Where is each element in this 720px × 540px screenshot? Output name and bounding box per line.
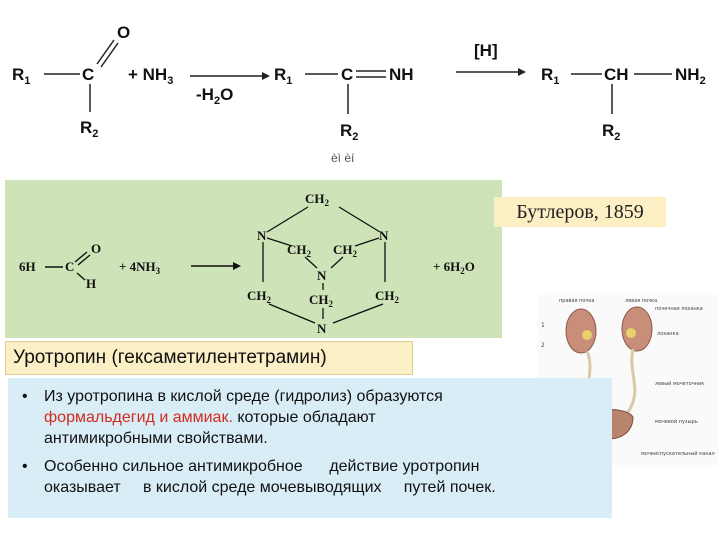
urotropin-synthesis-diagram: .bt { font-family:"Liberation Serif", se… [19, 191, 475, 336]
formaldehyde-coef: 6H [19, 259, 36, 274]
cage-ch2-bottom-right: CH2 [375, 288, 400, 305]
cage-ch2-mid-right: CH2 [333, 242, 358, 259]
bullet-text-panel: • Из уротропина в кислой среде (гидролиз… [8, 378, 612, 518]
bullet-1-line-2: формальдегид и аммиак. которые обладают [44, 409, 376, 426]
oxygen-label: O [117, 23, 130, 42]
formaldehyde-hydrogen: H [86, 276, 96, 291]
garbled-caption: èì èí [331, 151, 355, 165]
cage-n-bottom: N [317, 321, 327, 336]
kidney-number-1: 1 [541, 322, 545, 329]
left-kidney-label: левая почка [625, 298, 657, 304]
cage-ch2-bottom-center: CH2 [309, 292, 334, 309]
butlerov-caption: Бутлеров, 1859 [494, 197, 666, 227]
cage-ch2-top: CH2 [305, 191, 330, 208]
amine-nh2-label: NH2 [675, 65, 706, 87]
imine-carbon: C [341, 65, 353, 84]
ammonia-reagent: + NH3 [128, 65, 173, 87]
amine-r1-label: R1 [541, 65, 559, 87]
water-loss-label: -H2O [196, 85, 233, 107]
reduction-label: [H] [474, 41, 498, 60]
r1-label: R1 [12, 65, 30, 87]
cage-n-center: N [317, 268, 327, 283]
imine-nh-label: NH [389, 65, 414, 84]
kidney-label-2: лоханка [657, 331, 679, 337]
kidney-label-4: мочевой пузырь [655, 418, 698, 425]
ammonia-coef: + 4NH3 [119, 259, 161, 276]
left-ureter [619, 348, 637, 422]
bullet-1-line-1: Из уротропина в кислой среде (гидролиз) … [44, 388, 443, 405]
reaction-scheme: R1 C O R2 + NH3 -H2O R1 C NH R2 èì èí [H… [12, 23, 706, 165]
kidney-label-5: мочеиспускательный канал [641, 450, 715, 457]
cage-n-left: N [257, 228, 267, 243]
cage-n-right: N [379, 228, 389, 243]
bullet-dot: • [22, 458, 28, 475]
formaldehyde-oxygen: O [91, 241, 101, 256]
kidney-label-1: почечная лоханка [655, 306, 703, 312]
amine-ch-label: CH [604, 65, 629, 84]
kidney-label-3: левый мочеточник [655, 380, 704, 387]
bullet-2-line-1: Особенно сильное антимикробное действие … [44, 458, 480, 475]
bullet-dot: • [22, 388, 28, 405]
left-kidney-shape [621, 306, 653, 352]
right-kidney-shape [565, 308, 597, 354]
cage-ch2-mid-left: CH2 [287, 242, 312, 259]
amine-r2-label: R2 [602, 121, 620, 143]
water-product: + 6H2O [433, 259, 475, 276]
r2-label: R2 [80, 118, 98, 140]
kidney-number-2: 2 [541, 342, 545, 349]
right-kidney-label: правая почка [559, 298, 594, 304]
carbonyl-carbon: C [82, 65, 94, 84]
bullet-2-line-2: оказывает в кислой среде мочевыводящих п… [44, 479, 496, 496]
urotropin-title: Уротропин (гексаметилентетрамин) [5, 341, 413, 375]
imine-r2-label: R2 [340, 121, 358, 143]
cage-ch2-bottom-left: CH2 [247, 288, 272, 305]
highlight-products: формальдегид и аммиак. [44, 409, 233, 426]
urotropin-synthesis-panel: .bt { font-family:"Liberation Serif", se… [5, 180, 502, 338]
imine-r1-label: R1 [274, 65, 292, 87]
bullet-1-line-3: антимикробными свойствами. [44, 430, 268, 447]
formaldehyde-carbon: C [65, 259, 74, 274]
